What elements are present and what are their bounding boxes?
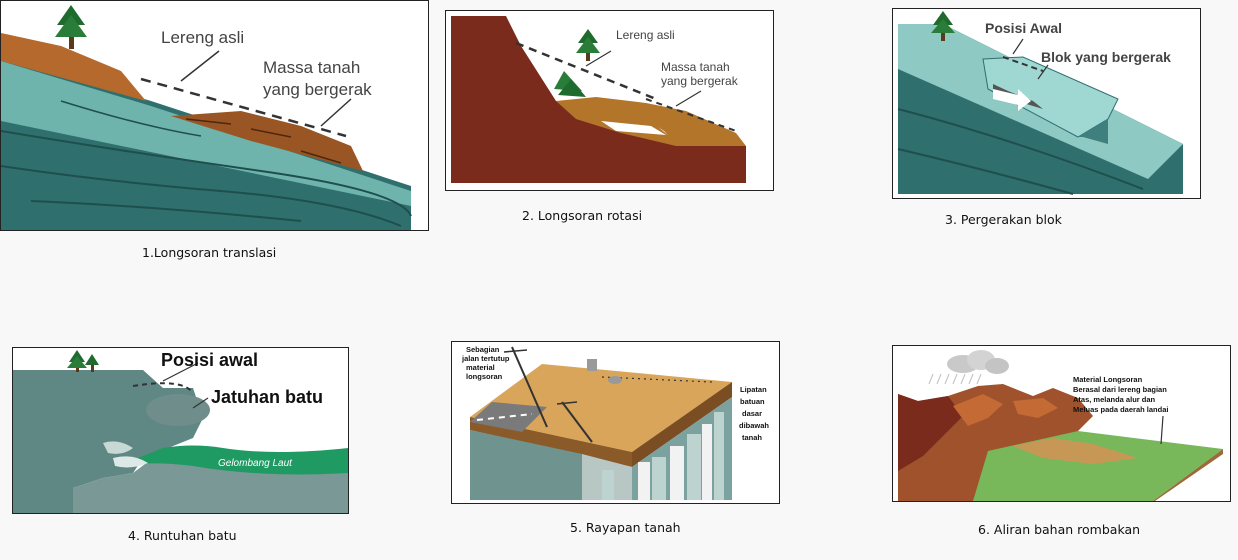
label-posisi-awal: Posisi Awal [985,20,1062,36]
rock-fall-illustration: Posisi awal Jatuhan batu Gelombang Laut [13,348,348,513]
diagram-rotational-slide: Lereng asli Massa tanah yang bergerak [445,10,774,191]
diagram-soil-creep: Sebagian jalan tertutup material longsor… [451,341,780,504]
label-blok-yang-bergerak: Blok yang bergerak [1041,49,1171,65]
debris-flow-illustration: Material Longsoran Berasal dari lereng b… [893,346,1230,501]
caption-debris-flow: 6. Aliran bahan rombakan [978,522,1141,537]
caption-rock-fall: 4. Runtuhan batu [128,528,237,543]
diagram-translational-slide: Lereng asli Massa tanah yang bergerak [0,0,429,231]
caption-translational-slide: 1.Longsoran translasi [142,245,277,260]
soil-creep-illustration: Sebagian jalan tertutup material longsor… [452,342,779,503]
label-batuan: batuan [740,397,765,406]
caption-block-slide: 3. Pergerakan blok [945,212,1062,227]
label-jatuhan-batu: Jatuhan batu [211,387,323,407]
label-material-longsoran: Material Longsoran [1073,375,1143,384]
diagram-rock-fall: Posisi awal Jatuhan batu Gelombang Laut [12,347,349,514]
translational-slide-illustration: Lereng asli Massa tanah yang bergerak [1,1,428,230]
label-dibawah: dibawah [739,421,769,430]
label-longsoran: longsoran [466,372,503,381]
label-yang-bergerak: yang bergerak [263,80,372,99]
label-berasal-dari: Berasal dari lereng bagian [1073,385,1167,394]
label-atas-melanda: Atas, melanda alur dan [1073,395,1156,404]
tree-icon [55,5,87,49]
label-gelombang-laut: Gelombang Laut [218,458,293,469]
tilted-tree-icon [554,71,586,97]
caption-rotational-slide: 2. Longsoran rotasi [522,208,643,223]
label-tanah: tanah [742,433,762,442]
diagram-debris-flow: Material Longsoran Berasal dari lereng b… [892,345,1231,502]
rain-cloud-icon [928,350,1009,385]
label-material: material [466,363,495,372]
caption-soil-creep: 5. Rayapan tanah [570,520,681,535]
label-yang-bergerak: yang bergerak [661,74,739,88]
falling-rock [146,394,210,426]
label-massa-tanah: Massa tanah [263,58,360,77]
tree-icon [931,11,955,41]
block-slide-illustration: Posisi Awal Blok yang bergerak [893,9,1200,198]
label-dasar: dasar [742,409,762,418]
rotational-slide-illustration: Lereng asli Massa tanah yang bergerak [446,11,773,190]
tree-icon [576,29,600,61]
label-sebagian: Sebagian [466,345,500,354]
label-meluas-pada: Meluas pada daerah landai [1073,405,1168,414]
label-lipatan: Lipatan [740,385,767,394]
diagram-block-slide: Posisi Awal Blok yang bergerak [892,8,1201,199]
label-lereng-asli: Lereng asli [616,28,675,42]
label-massa-tanah: Massa tanah [661,60,730,74]
tree-icon [67,350,99,372]
label-posisi-awal: Posisi awal [161,350,258,370]
label-jalan-tertutup: jalan tertutup [461,354,510,363]
label-lereng-asli: Lereng asli [161,28,244,47]
